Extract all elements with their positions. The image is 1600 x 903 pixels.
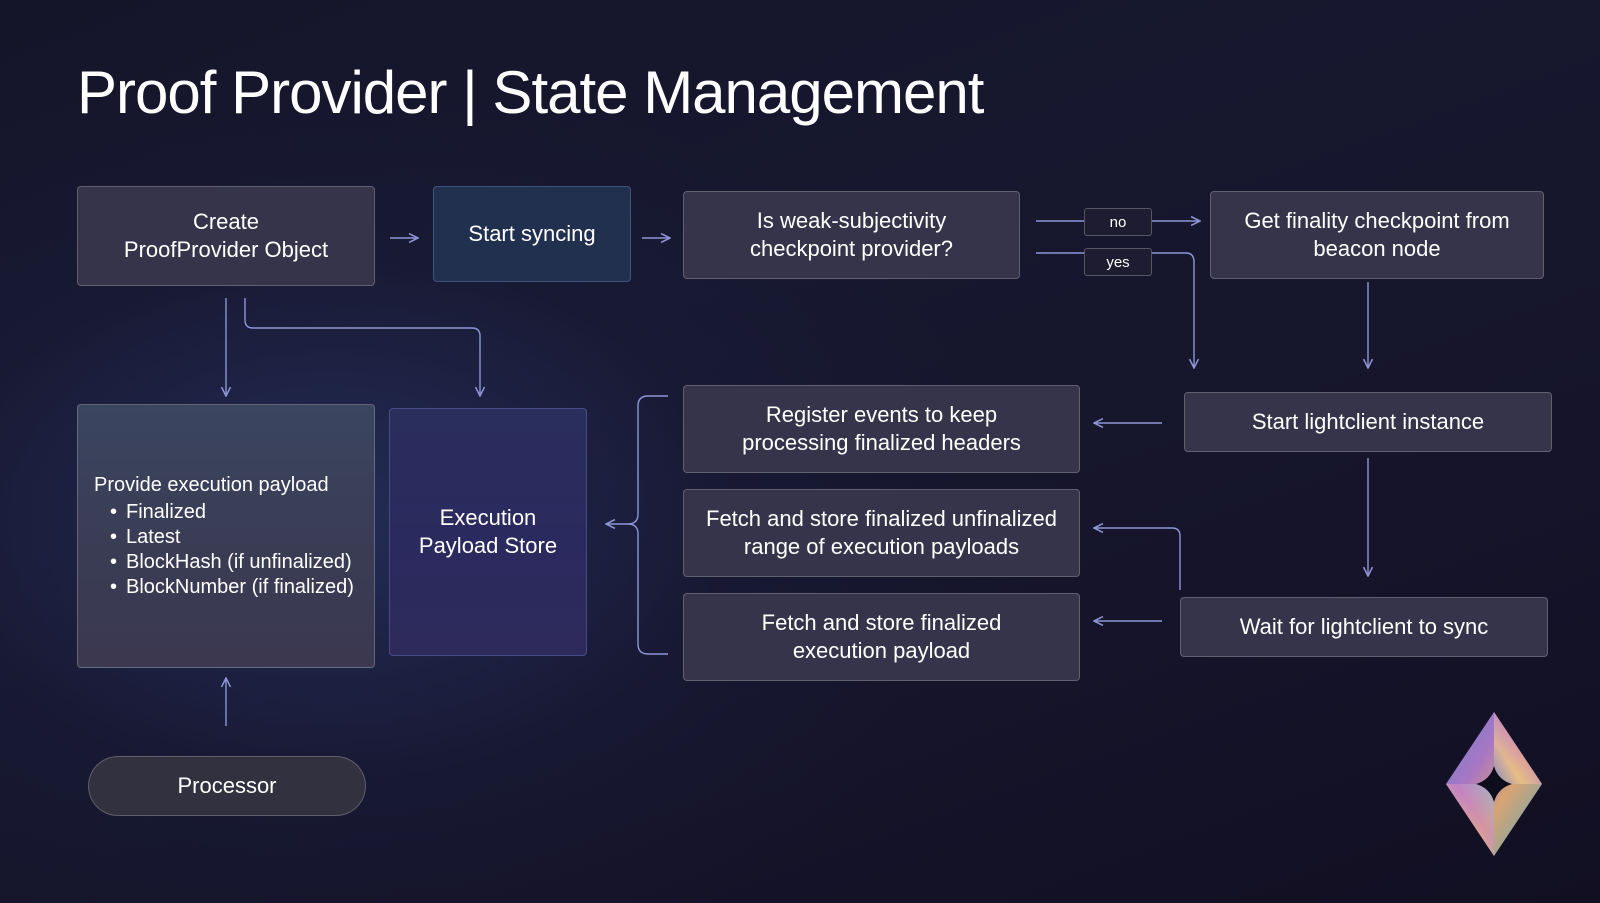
- no-branch-label: no: [1084, 208, 1152, 236]
- provide-execution-payload-box: Provide execution payload Finalized Late…: [77, 404, 375, 668]
- create-line-2: ProofProvider Object: [123, 237, 329, 262]
- store-line-1: Execution: [439, 505, 537, 530]
- execution-payload-store-box: Execution Payload Store: [389, 408, 587, 656]
- create-line-1: Create: [192, 209, 260, 234]
- list-item: Finalized: [110, 500, 354, 525]
- question-line-1: Is weak-subjectivity: [756, 208, 947, 233]
- provide-payload-heading: Provide execution payload: [94, 473, 329, 496]
- list-item: Latest: [110, 525, 354, 550]
- register-line-2: processing finalized headers: [742, 430, 1021, 455]
- fetch-unfinalized-box: Fetch and store finalized unfinalized ra…: [683, 489, 1080, 577]
- processor-box: Processor: [88, 756, 366, 816]
- unfinalized-line-2: range of execution payloads: [743, 534, 1020, 559]
- question-line-2: checkpoint provider?: [749, 236, 953, 261]
- ethereum-logo-icon: [1446, 712, 1542, 856]
- page-title: Proof Provider | State Management: [77, 59, 984, 126]
- create-proofprovider-box: Create ProofProvider Object: [77, 186, 375, 286]
- wait-sync-label: Wait for lightclient to sync: [1239, 614, 1489, 639]
- register-events-box: Register events to keep processing final…: [683, 385, 1080, 473]
- store-line-2: Payload Store: [418, 533, 558, 558]
- fetch-finalized-box: Fetch and store finalized execution payl…: [683, 593, 1080, 681]
- list-item: BlockHash (if unfinalized): [110, 550, 354, 575]
- finalized-line-2: execution payload: [792, 638, 971, 663]
- start-lightclient-label: Start lightclient instance: [1251, 409, 1485, 434]
- wait-lightclient-sync-box: Wait for lightclient to sync: [1180, 597, 1548, 657]
- payload-type-list: Finalized Latest BlockHash (if unfinaliz…: [94, 500, 354, 600]
- finalized-line-1: Fetch and store finalized: [761, 610, 1002, 635]
- register-line-1: Register events to keep: [765, 402, 998, 427]
- arrow-yes-to-lightclient: [1152, 252, 1194, 368]
- finality-line-1: Get finality checkpoint from: [1244, 208, 1510, 233]
- bracket-to-store: [627, 395, 668, 655]
- processor-label: Processor: [177, 773, 277, 798]
- start-lightclient-box: Start lightclient instance: [1184, 392, 1552, 452]
- finality-line-2: beacon node: [1313, 236, 1441, 261]
- get-finality-checkpoint-box: Get finality checkpoint from beacon node: [1210, 191, 1544, 279]
- arrow-create-to-store: [244, 298, 480, 396]
- list-item: BlockNumber (if finalized): [110, 575, 354, 600]
- start-syncing-label: Start syncing: [468, 221, 596, 246]
- start-syncing-box: Start syncing: [433, 186, 631, 282]
- arrow-wait-to-unfinalized: [1094, 528, 1181, 590]
- provide-payload-content: Provide execution payload Finalized Late…: [94, 473, 354, 600]
- yes-branch-label: yes: [1084, 248, 1152, 276]
- unfinalized-line-1: Fetch and store finalized unfinalized: [706, 506, 1057, 531]
- ws-checkpoint-question-box: Is weak-subjectivity checkpoint provider…: [683, 191, 1020, 279]
